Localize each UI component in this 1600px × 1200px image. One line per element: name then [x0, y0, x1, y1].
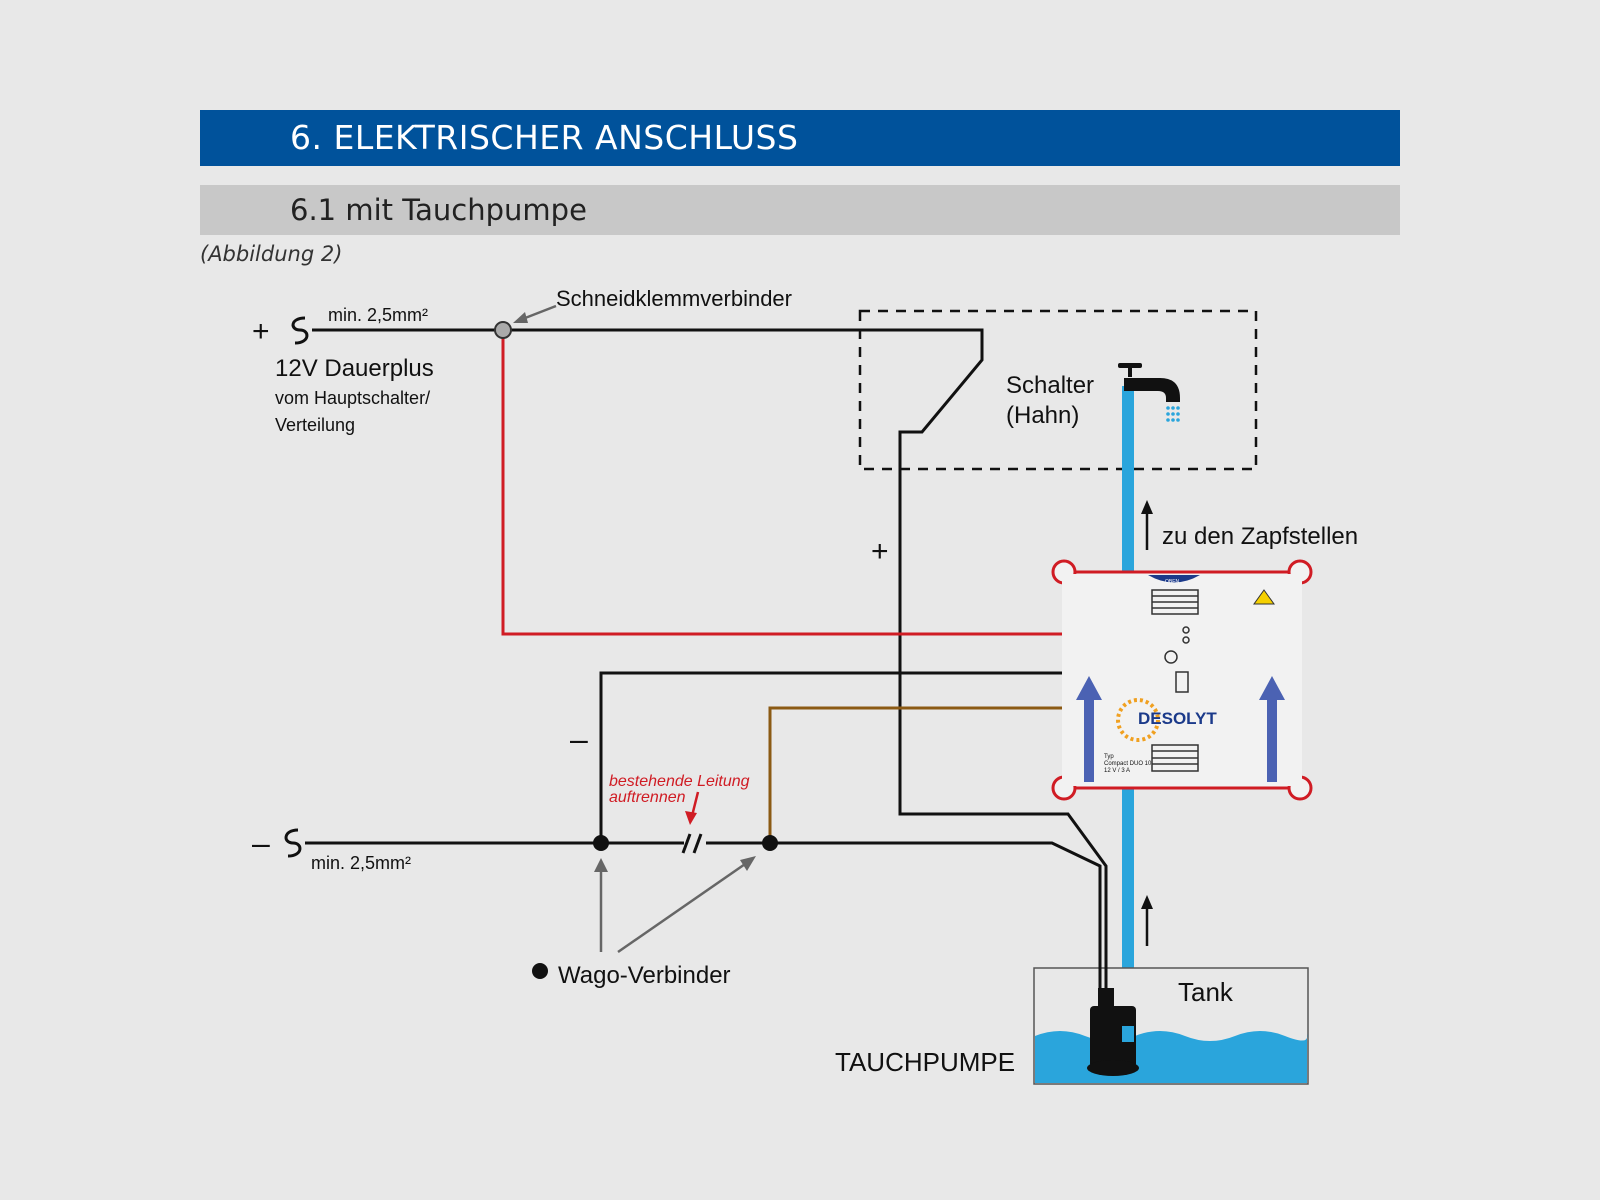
schalter-label-line2: (Hahn): [1006, 402, 1079, 429]
desolyt-device: DESOLYT OBEN Typ Compact DUO 10 12 V / 3…: [1051, 559, 1313, 801]
pump-plus-label: +: [871, 535, 889, 568]
subsection-title: 6.1 mit Tauchpumpe: [200, 185, 1400, 235]
tank-water: [1035, 1031, 1308, 1083]
pump-minus-label: –: [570, 721, 588, 757]
tauchpumpe-label: TAUCHPUMPE: [835, 1047, 1015, 1077]
brown-wire: [768, 706, 1064, 843]
device-type-rating: 12 V / 3 A: [1104, 768, 1130, 774]
faucet-icon: [1118, 363, 1180, 422]
wago-arrowhead-left: [594, 858, 608, 872]
tank-label: Tank: [1178, 977, 1234, 1007]
schneidklemm-connector: [494, 321, 512, 339]
plus-terminal-label: +: [252, 315, 270, 348]
plus-wire: [312, 328, 1108, 1000]
schneidklemm-label: Schneidklemmverbinder: [556, 286, 792, 311]
figure-caption: (Abbildung 2): [200, 242, 343, 266]
wire-gauge-top: min. 2,5mm²: [328, 305, 428, 325]
terminal-symbol-top: [291, 316, 309, 345]
wago-legend-dot: [532, 963, 548, 979]
source-label-line2: Verteilung: [275, 415, 355, 435]
device-minus-wire: [599, 671, 1064, 843]
zapfstellen-label: zu den Zapfstellen: [1162, 523, 1358, 550]
wago-connector-left: [593, 835, 609, 851]
flow-arrowhead-bottom: [1141, 895, 1153, 909]
cut-mark-left: [681, 833, 692, 854]
cut-label-line2: auftrennen: [609, 789, 686, 806]
minus-terminal-label: –: [252, 825, 270, 861]
device-brand: DESOLYT: [1138, 709, 1217, 728]
wago-connector-right: [762, 835, 778, 851]
switch-box: [858, 309, 1258, 471]
section-title: 6. ELEKTRISCHER ANSCHLUSS: [200, 110, 1400, 166]
red-wire: [501, 330, 1064, 636]
wago-arrowhead-right: [740, 856, 756, 871]
device-type-label: Typ: [1104, 754, 1114, 760]
cut-arrow: [690, 791, 700, 817]
wire-gauge-bottom: min. 2,5mm²: [311, 853, 411, 873]
schneidklemm-arrowhead: [513, 312, 528, 323]
wago-label: Wago-Verbinder: [558, 962, 731, 989]
flow-arrowhead-top: [1141, 500, 1153, 514]
cut-label-line1: bestehende Leitung: [609, 773, 750, 790]
minus-wire-right: [706, 841, 1102, 1000]
device-tag-oben: OBEN: [1165, 579, 1180, 585]
cut-arrowhead: [685, 811, 697, 825]
device-type-model: Compact DUO 10: [1104, 761, 1152, 767]
terminal-symbol-bottom: [284, 828, 302, 858]
wago-arrow-right: [617, 860, 749, 954]
pump-icon: [1087, 988, 1139, 1076]
schalter-label-line1: Schalter: [1006, 372, 1094, 399]
source-label-line1: vom Hauptschalter/: [275, 388, 430, 408]
cut-mark-right: [692, 833, 703, 854]
dauerplus-label: 12V Dauerplus: [275, 355, 434, 382]
